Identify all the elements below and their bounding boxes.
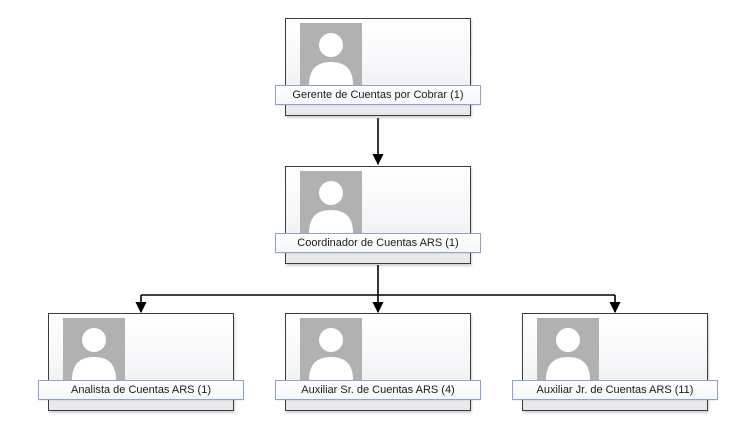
org-node-title: Coordinador de Cuentas ARS (1) <box>275 233 481 253</box>
default-avatar-icon <box>300 23 362 85</box>
default-avatar-icon <box>300 318 362 380</box>
org-node-title: Gerente de Cuentas por Cobrar (1) <box>275 85 481 105</box>
default-avatar-icon <box>300 171 362 233</box>
default-avatar-icon <box>63 318 125 380</box>
org-node-title: Analista de Cuentas ARS (1) <box>38 380 244 400</box>
default-avatar-icon <box>537 318 599 380</box>
org-node-title: Auxiliar Jr. de Cuentas ARS (11) <box>512 380 718 400</box>
org-node-title: Auxiliar Sr. de Cuentas ARS (4) <box>275 380 481 400</box>
